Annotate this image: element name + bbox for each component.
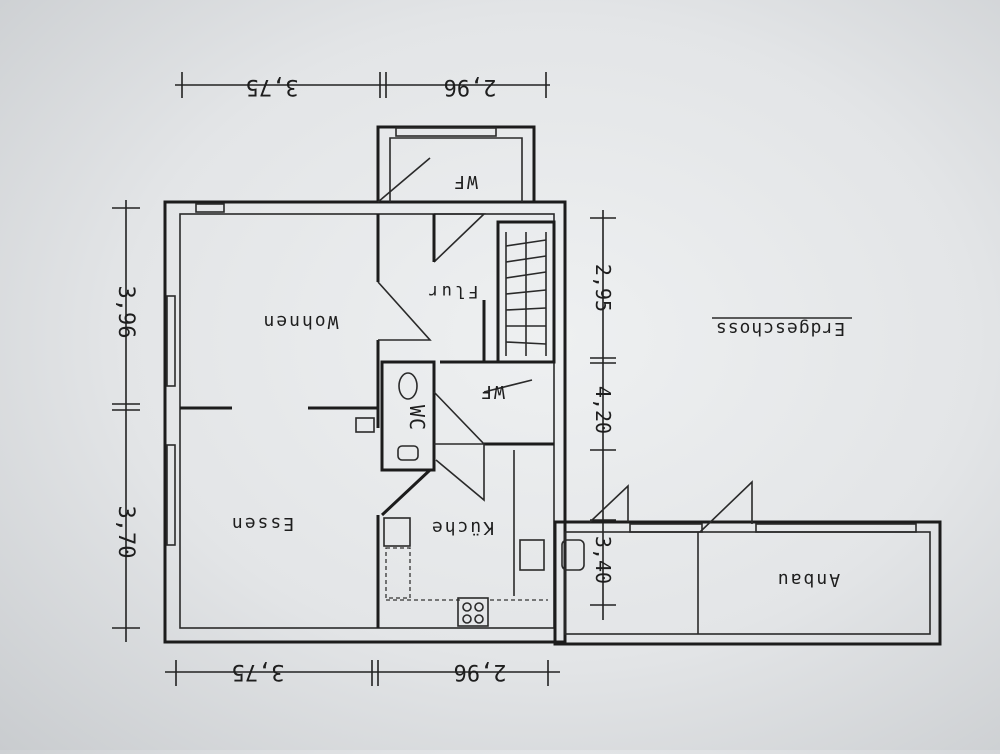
room-label-flur: Flur (426, 281, 479, 301)
outer-walls (163, 125, 567, 644)
room-label-wohnen: Wohnen (261, 311, 338, 332)
room-label-wf-mid: WF (479, 381, 505, 402)
room-label-essen: Essen (230, 513, 294, 534)
room-label-anbau: Anbau (776, 569, 840, 590)
staircase (505, 232, 547, 356)
dimension-lines (112, 72, 616, 686)
kitchen-fixtures (383, 450, 585, 627)
dim-right-lower: 3,40 (591, 536, 615, 584)
dim-top-right: 2,96 (444, 74, 497, 99)
dim-right-middle: 4,20 (591, 386, 615, 434)
room-label-wc: WC (405, 405, 429, 431)
wc-fixtures (355, 372, 419, 461)
dim-left-lower: 3,70 (113, 506, 138, 559)
anbau-walls (553, 480, 942, 646)
dim-right-upper: 2,95 (591, 264, 615, 312)
dim-bottom-left: 3,75 (232, 659, 285, 684)
dim-bottom-right: 2,96 (454, 659, 507, 684)
interior-walls (180, 157, 556, 628)
room-label-kueche: Küche (430, 517, 494, 538)
dim-left-upper: 3,96 (113, 286, 138, 339)
plan-title: Erdgeschoss (715, 318, 845, 339)
room-label-wf-top: WF (452, 171, 478, 192)
dim-top-left: 3,75 (246, 74, 299, 99)
